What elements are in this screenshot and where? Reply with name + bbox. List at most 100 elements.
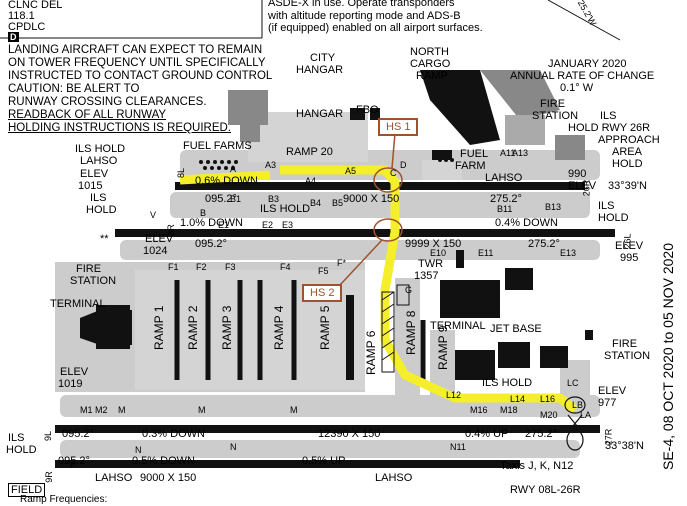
taxiway-label: B13	[545, 202, 562, 212]
taxiway-label: F1	[168, 262, 179, 272]
taxiway-label: D	[400, 160, 407, 170]
frame-lines	[0, 0, 621, 41]
terminal-right: TERMINAL	[430, 320, 486, 332]
rwy-26l: 26L	[622, 233, 633, 249]
caution-notes: LANDING AIRCRAFT CAN EXPECT TO REMAIN ON…	[8, 44, 283, 135]
fuel-farm-label2: FARM	[455, 160, 486, 172]
elev-1015: 1015	[78, 180, 103, 192]
taxis-note: Taxis J, K, N12	[500, 460, 574, 472]
ramp2-label: RAMP 2	[186, 305, 200, 350]
effective-dates: SE-4, 08 OCT 2020 to 05 NOV 2020	[660, 243, 676, 470]
fire-station-top1: FIRE	[540, 98, 566, 110]
ils-hold-26r-4: AREA	[612, 146, 642, 158]
taxiway-label: C	[390, 168, 397, 178]
elev-995: 995	[620, 252, 639, 264]
ramp-concourses	[174, 280, 426, 380]
taxiway-label: LB	[572, 400, 584, 410]
lat-bottom: 33°38'N	[605, 440, 644, 452]
north-cargo-label2: CARGO	[410, 58, 451, 70]
ramp5-label: RAMP 5	[318, 305, 332, 350]
rwy3-hdg-w: 095.2°	[62, 428, 94, 440]
taxiway-label: E13	[560, 248, 577, 258]
ramp4-label: RAMP 4	[272, 305, 286, 350]
taxiway-label: E11	[478, 248, 494, 258]
rwy-26r: 26R	[581, 179, 592, 197]
ramp6-label: RAMP 6	[364, 330, 378, 375]
taxiway-label: A3	[265, 160, 277, 170]
hangar-label: HANGAR	[296, 108, 344, 120]
taxiway-label: E2	[262, 220, 274, 230]
taxiway-label: F*	[337, 258, 346, 268]
asde-line3: (if equipped) enabled on all airport sur…	[268, 22, 483, 34]
elev-label-995: ELEV	[615, 240, 644, 252]
fire-station-right2: STATION	[604, 350, 651, 362]
taxiway-label: LC	[567, 378, 579, 388]
taxiway-label: A11	[500, 148, 516, 158]
cpdlc-label: CPDLC	[8, 21, 46, 33]
elev-label-990: ELEV	[568, 180, 597, 192]
taxiway-label: B1	[230, 194, 242, 204]
hatch-areas	[381, 284, 410, 373]
variation-date: JANUARY 2020	[548, 58, 627, 70]
note-line: INSTRUCTED TO CONTACT GROUND CONTROL	[8, 70, 273, 82]
note-line: LANDING AIRCRAFT CAN EXPECT TO REMAIN	[8, 44, 263, 56]
d-box: D	[8, 32, 19, 42]
ils-hold-26r-2: HOLD RWY 26R	[568, 122, 651, 134]
fuel-farm-dots	[199, 158, 454, 170]
ils-right: ILS	[598, 200, 615, 212]
rwy2-hdg-e: 275.2°	[528, 238, 560, 250]
taxiway-label: A13	[512, 148, 529, 158]
taxiway-label: E10	[430, 248, 447, 258]
rwy3-grade-w: 0.3% DOWN	[142, 428, 205, 440]
taxiway-label: M20	[540, 410, 558, 420]
fire-station-top2: STATION	[532, 110, 579, 122]
city-hangar-label1: CITY	[310, 52, 336, 64]
taxiway-label: M	[118, 405, 126, 415]
terminal-left: TERMINAL	[50, 298, 106, 310]
asde-line1: ASDE-X in use. Operate transponders	[268, 0, 455, 9]
rwy1-grade: 0.6% DOWN	[195, 175, 258, 187]
ramp-freq-label: Ramp Frequencies:	[20, 494, 108, 505]
stars-label: **	[100, 233, 109, 245]
ils-hold-rwy2: ILS HOLD	[260, 203, 311, 215]
fbo-label: FBO	[356, 104, 379, 116]
hold-bottom: HOLD	[6, 444, 37, 456]
taxiway-label: F3	[225, 262, 236, 272]
taxiway-label: N11	[450, 442, 466, 452]
rwy2-hdg-w: 095.2°	[195, 238, 227, 250]
taxiway-label: A	[230, 164, 237, 174]
taxiway-label: F4	[280, 262, 291, 272]
variation-value: 0.1° W	[560, 82, 594, 94]
elev-1019: 1019	[58, 378, 83, 390]
ils-hold-26r-1: ILS	[600, 110, 617, 122]
elev-1024: 1024	[143, 245, 168, 257]
taxiway-label: M18	[500, 405, 518, 415]
fuel-farms-label: FUEL FARMS	[183, 140, 252, 152]
hold-right: HOLD	[598, 212, 629, 224]
taxiway-label: F2	[196, 262, 207, 272]
rwy-8r: 8R	[165, 224, 176, 236]
rwy-note: RWY 08L-26R	[510, 484, 581, 496]
hot-spot-1[interactable]: HS 1	[378, 118, 419, 136]
note-line: HOLDING INSTRUCTIONS IS REQUIRED.	[8, 122, 231, 134]
elev-label-1019: ELEV	[60, 366, 89, 378]
lahso-rwy4-e: LAHSO	[375, 472, 413, 484]
rwy4-hdg-w: 095.2°	[58, 455, 90, 467]
taxiway-label: B3	[268, 194, 280, 204]
taxiway-label: N	[135, 445, 142, 455]
variation-rate: ANNUAL RATE OF CHANGE	[510, 70, 655, 82]
taxiway-label: F5	[318, 266, 329, 276]
rwy4-grade-e: 0.5% UP	[302, 455, 346, 467]
ramp3-label: RAMP 3	[220, 305, 234, 350]
elev-label-977: ELEV	[598, 385, 627, 397]
rwy2-dims: 9999 X 150	[405, 238, 462, 250]
ramp9-label: RAMP 9	[436, 325, 450, 370]
rwy1-dims: 9000 X 150	[343, 193, 400, 205]
rwy3-grade-e: 0.4% UP	[465, 428, 509, 440]
taxiway-label: M	[290, 405, 298, 415]
elev-label-1015: ELEV	[80, 168, 109, 180]
hot-spot-2[interactable]: HS 2	[302, 284, 343, 302]
rwy3-hdg-e: 275.2°	[525, 428, 557, 440]
elev-990: 990	[568, 168, 587, 180]
taxiway-label: M	[198, 405, 206, 415]
